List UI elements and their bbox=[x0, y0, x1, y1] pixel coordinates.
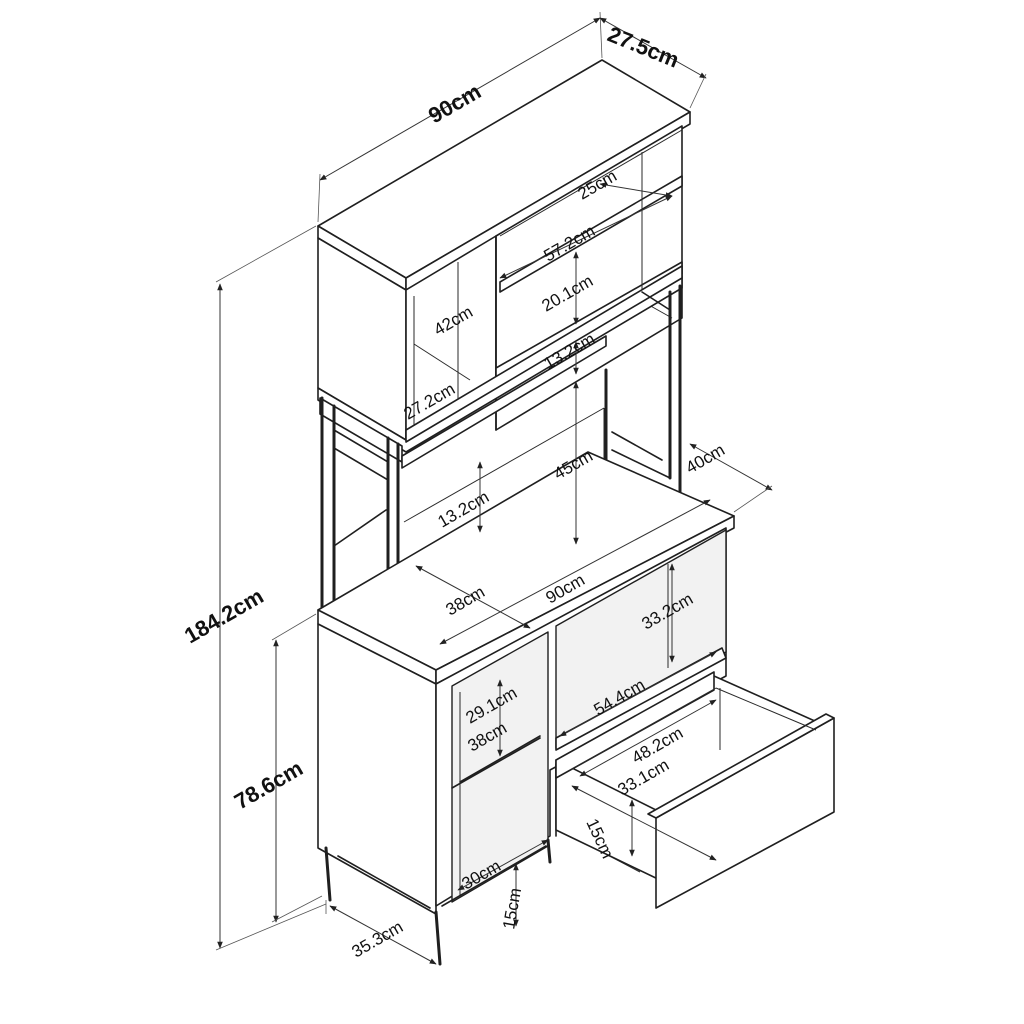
dim-base-35cm-line bbox=[329, 905, 437, 965]
dim-48cm-line bbox=[579, 699, 717, 777]
dim-30cm-line bbox=[457, 839, 549, 891]
label-top-depth: 27.5cm bbox=[604, 21, 683, 72]
dim-40cm-line bbox=[689, 443, 773, 491]
leg-front-left bbox=[324, 846, 332, 902]
label-top-width: 90cm bbox=[424, 79, 485, 129]
dim-total-height-ext-bottom bbox=[215, 903, 327, 951]
upper-hutch bbox=[317, 59, 691, 453]
dim-40cm-ext bbox=[733, 485, 773, 513]
leg-back-right bbox=[546, 838, 552, 864]
frame-right-rail-bottom bbox=[611, 449, 671, 479]
dimension-lines bbox=[215, 11, 773, 965]
leg-front-right bbox=[434, 910, 442, 966]
label-leg-height: 15cm bbox=[499, 886, 525, 930]
label-base-depth: 35.3cm bbox=[349, 917, 407, 961]
frame-left-rail-top bbox=[333, 429, 389, 463]
hutch-left-inner-diag bbox=[413, 343, 471, 381]
frame-left-rail-mid bbox=[333, 447, 389, 481]
dim-top-depth-line bbox=[599, 17, 707, 79]
dim-top-depth-ext bbox=[689, 73, 707, 109]
label-lower-cabinet-height: 78.6cm bbox=[230, 755, 307, 814]
frame-right-rail-mid bbox=[611, 431, 663, 461]
dim-desk-90cm-line bbox=[439, 499, 711, 645]
dim-33-1cm-line bbox=[571, 785, 717, 861]
dim-lower-height-ext-top bbox=[271, 613, 317, 641]
dim-lower-height-ext-bottom bbox=[271, 895, 323, 923]
label-total-height: 184.2cm bbox=[180, 583, 268, 648]
drawer-inner-line-2 bbox=[715, 687, 817, 731]
dim-total-height-ext-top bbox=[215, 225, 317, 283]
lower-left-cubby-shelf-back bbox=[459, 735, 541, 783]
frame-left-rail-low bbox=[333, 509, 387, 547]
hutch-bottom-slab bbox=[405, 265, 683, 443]
label-desk-depth: 40cm bbox=[683, 440, 729, 477]
frame-back-panel-line bbox=[403, 407, 605, 523]
leg-brace-left bbox=[337, 855, 431, 909]
frame-shelf bbox=[401, 335, 607, 469]
dim-25cm-line bbox=[599, 182, 673, 198]
dim-top-width-ext-left bbox=[317, 173, 321, 223]
frame-right-rail-top bbox=[641, 291, 671, 311]
dim-57cm-line bbox=[499, 195, 673, 279]
dim-top-width-line bbox=[319, 17, 601, 181]
lower-left-cubby-shelf bbox=[451, 737, 541, 789]
